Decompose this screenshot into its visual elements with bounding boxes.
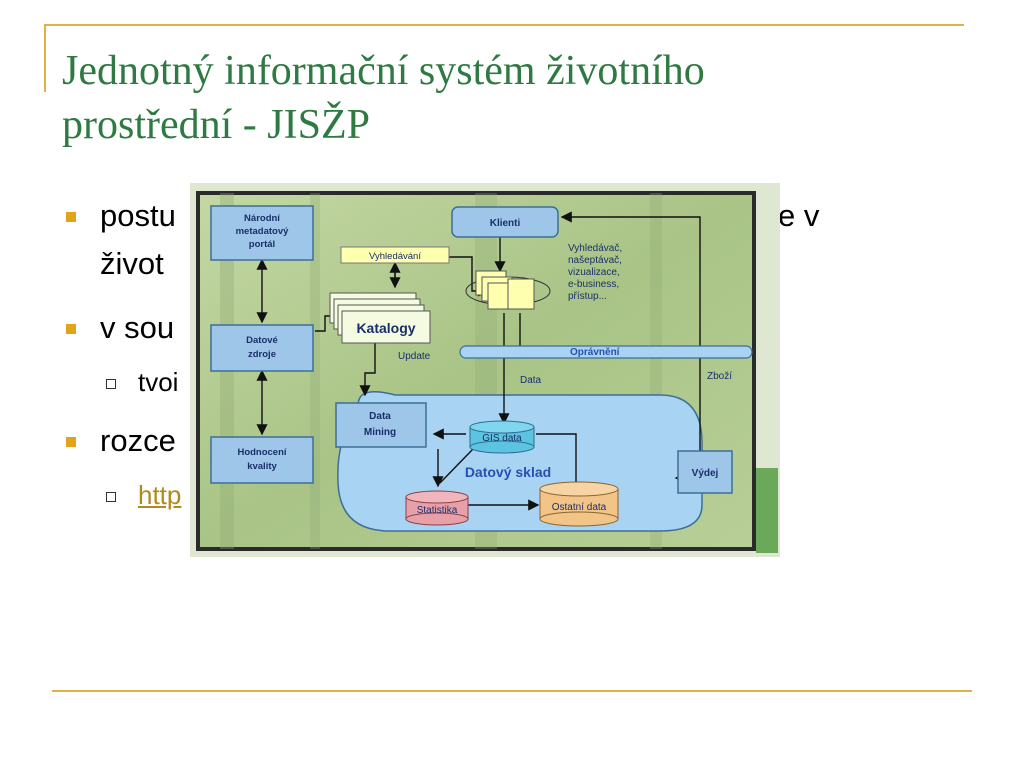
left-rule	[44, 24, 46, 92]
slide-title: Jednotný informační systém životního pro…	[62, 44, 962, 152]
mining-line-1: Data	[369, 411, 391, 422]
zdroje-line-2: zdroje	[248, 349, 276, 360]
portal-line-3: portál	[249, 239, 275, 250]
mining-line-2: Mining	[364, 427, 396, 438]
bullet-1-line-1-tail: e v	[778, 198, 820, 233]
client-desc-1: Vyhledávač,	[568, 243, 622, 254]
datovy-sklad-label: Datový sklad	[465, 464, 551, 480]
node-vydej: Výdej	[677, 450, 733, 494]
subbullet-marker-2	[106, 492, 116, 502]
subbullet-2-link[interactable]: http	[138, 480, 182, 510]
top-rule	[44, 24, 964, 26]
bullet-marker-2	[66, 324, 76, 334]
opravneni-label: Oprávnění	[570, 347, 621, 358]
bullet-marker-1	[66, 212, 76, 222]
client-desc-3: vizualizace,	[568, 267, 620, 278]
statistika-label: Statistika	[417, 505, 458, 516]
ostatni-label: Ostatní data	[552, 502, 607, 513]
client-desc-5: přístup...	[568, 291, 607, 302]
opravneni-bar: Oprávnění	[459, 345, 753, 359]
title-line-2: prostřední - JISŽP	[62, 102, 370, 148]
jiszp-diagram: Oprávnění Národní metadatový portál Dato…	[190, 183, 780, 557]
node-klienti: Klienti	[451, 206, 559, 238]
subbullet-1-text: tvoi	[138, 367, 179, 397]
node-vyhledavani: Vyhledávání	[340, 246, 450, 264]
portal-line-2: metadatový	[236, 226, 290, 237]
node-ostatni-data: Ostatní data	[539, 481, 619, 527]
bullet-1-line-1: postu	[100, 198, 176, 233]
client-desc-2: našeptávač,	[568, 255, 622, 266]
subbullet-marker-1	[106, 379, 116, 389]
bullet-marker-3	[66, 437, 76, 447]
client-windows-icon	[465, 270, 551, 310]
hodnoceni-line-2: kvality	[247, 461, 277, 472]
gis-label: GIS data	[482, 433, 522, 444]
client-desc-4: e-business,	[568, 279, 619, 290]
node-gis-data: GIS data	[469, 420, 535, 454]
node-datove-zdroje: Datové zdroje	[210, 324, 314, 372]
node-statistika: Statistika	[405, 490, 469, 526]
zdroje-line-1: Datové	[246, 335, 278, 346]
update-label: Update	[398, 351, 431, 362]
vyhledavani-label: Vyhledávání	[369, 251, 421, 262]
bullet-3-text: rozce	[100, 423, 176, 458]
client-description: Vyhledávač, našeptávač, vizualizace, e-b…	[568, 243, 622, 302]
node-katalogy: Katalogy	[329, 292, 431, 344]
node-hodnoceni-kvality: Hodnocení kvality	[210, 436, 314, 484]
title-line-1: Jednotný informační systém životního	[62, 48, 705, 94]
data-label: Data	[520, 375, 542, 386]
bullet-2-text: v sou	[100, 310, 175, 345]
katalogy-label: Katalogy	[356, 320, 415, 336]
node-data-mining: Data Mining	[335, 402, 427, 448]
bullet-1-line-2: život	[100, 246, 164, 281]
node-narodni-portal: Národní metadatový portál	[210, 205, 314, 261]
vydej-label: Výdej	[692, 468, 719, 479]
klienti-label: Klienti	[490, 218, 521, 229]
zbozi-label: Zboží	[707, 371, 732, 382]
portal-line-1: Národní	[244, 213, 280, 224]
hodnoceni-line-1: Hodnocení	[237, 447, 286, 458]
bottom-rule	[52, 690, 972, 692]
